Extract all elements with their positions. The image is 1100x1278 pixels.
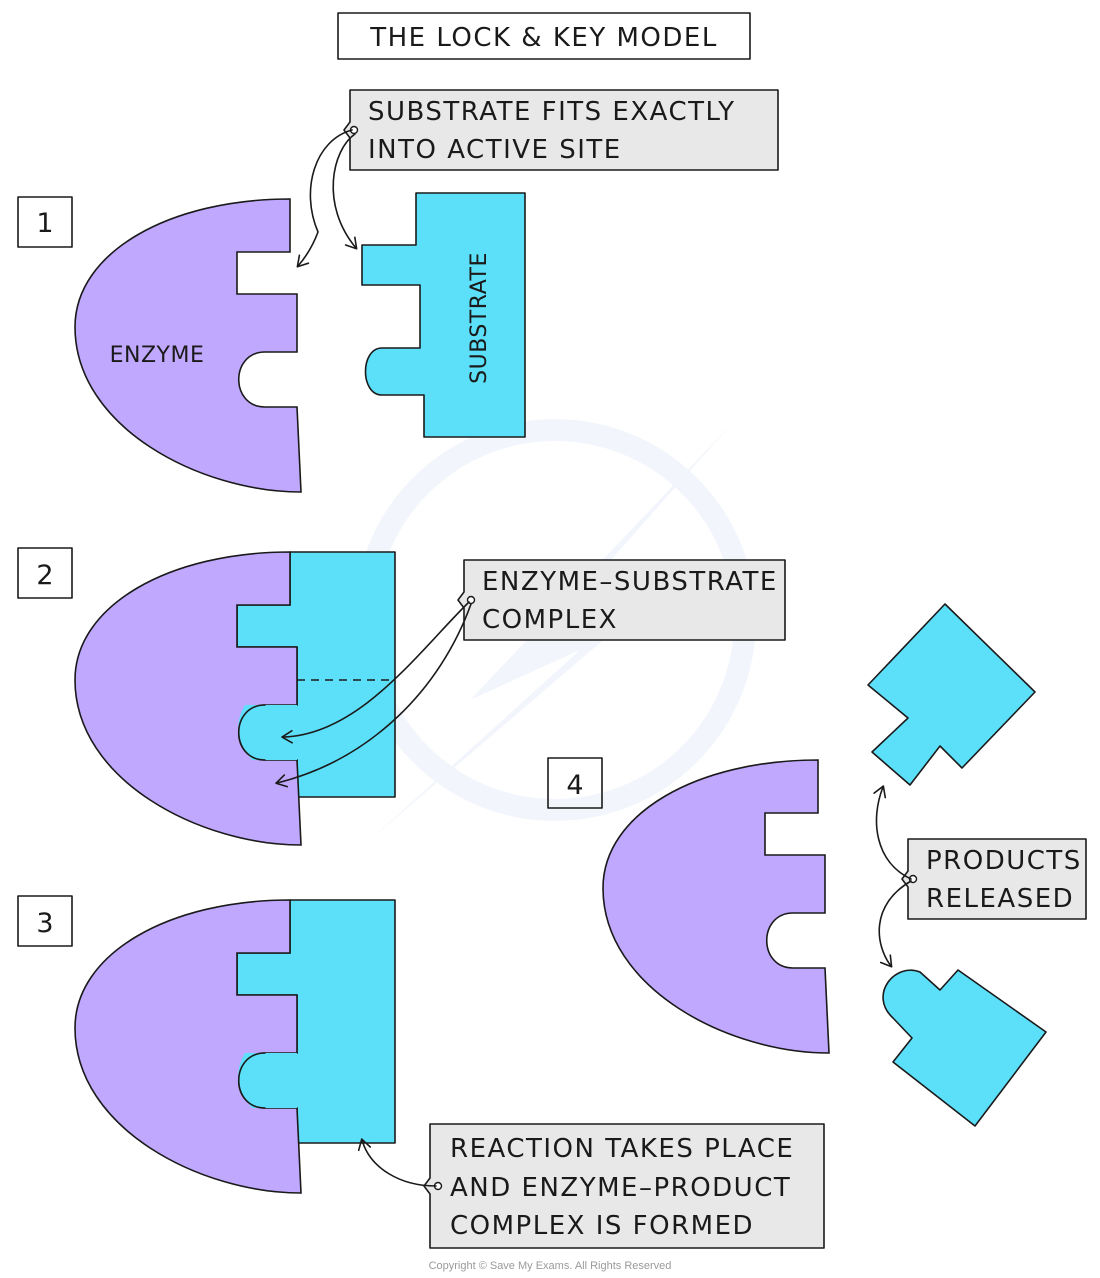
step-4-number: 4	[566, 770, 583, 801]
enzyme-step-3	[74, 899, 302, 1194]
callout-products-line-2: RELEASED	[926, 884, 1074, 914]
step-2-badge: 2	[17, 547, 73, 599]
enzyme-label: ENZYME	[110, 343, 205, 368]
step-1-number: 1	[36, 208, 53, 239]
enzyme-step-4	[602, 759, 830, 1054]
title-text: THE LOCK & KEY MODEL	[369, 23, 718, 53]
callout-fits-line-1: SUBSTRATE FITS EXACTLY	[368, 97, 735, 127]
callout-reaction-line-3: COMPLEX IS FORMED	[450, 1211, 754, 1241]
product-2	[882, 969, 1047, 1127]
callout-enzyme-substrate-complex: ENZYME–SUBSTRATE COMPLEX	[275, 559, 786, 788]
substrate-step-1	[361, 192, 526, 438]
callout-fits-line-2: INTO ACTIVE SITE	[368, 135, 622, 165]
substrate-lobe-step-3	[238, 1053, 297, 1108]
callout-fits-exactly: SUBSTRATE FITS EXACTLY INTO ACTIVE SITE	[296, 89, 779, 268]
arrow-to-active-site	[296, 129, 353, 268]
step-2-number: 2	[36, 560, 53, 591]
arrow-to-complex-edge	[275, 603, 472, 788]
step-1-badge: 1	[17, 196, 73, 248]
step-3-number: 3	[36, 908, 53, 939]
callout-reaction-takes-place: REACTION TAKES PLACE AND ENZYME–PRODUCT …	[357, 1123, 825, 1249]
title-box: THE LOCK & KEY MODEL	[337, 12, 751, 60]
callout-reaction-line-1: REACTION TAKES PLACE	[450, 1134, 794, 1164]
enzyme-step-2	[74, 551, 302, 846]
callout-products-released: PRODUCTS RELEASED	[873, 785, 1087, 968]
step-3-badge: 3	[17, 895, 73, 947]
substrate-lobe-step-2	[238, 705, 297, 760]
arrow-to-product-1	[873, 785, 912, 880]
callout-reaction-line-2: AND ENZYME–PRODUCT	[450, 1173, 791, 1203]
step-4-badge: 4	[547, 757, 603, 809]
callout-products-line-1: PRODUCTS	[926, 846, 1082, 876]
arrow-to-substrate	[332, 133, 358, 250]
arrow-to-product-2	[878, 880, 912, 968]
substrate-label: SUBSTRATE	[467, 252, 492, 384]
copyright-text: Copyright © Save My Exams. All Rights Re…	[429, 1260, 672, 1272]
callout-complex-line-2: COMPLEX	[482, 605, 618, 635]
callout-complex-line-1: ENZYME–SUBSTRATE	[482, 567, 778, 597]
product-1	[867, 603, 1036, 786]
arrow-to-complex	[357, 1138, 437, 1187]
arrow-to-complex-lobe	[281, 601, 470, 744]
